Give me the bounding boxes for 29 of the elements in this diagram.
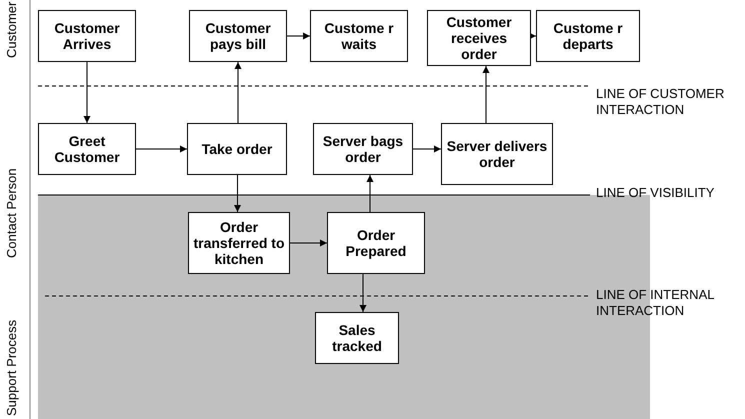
process-box: Customer receives order bbox=[427, 10, 531, 66]
process-box: Greet Customer bbox=[38, 123, 136, 175]
process-box: Sales tracked bbox=[315, 312, 399, 364]
process-box: Customer Arrives bbox=[38, 10, 136, 62]
arrow bbox=[234, 174, 241, 212]
arrow bbox=[290, 240, 328, 246]
process-box: Custome r waits bbox=[310, 10, 408, 62]
lane-label: Support Process bbox=[4, 320, 19, 416]
arrow bbox=[482, 66, 490, 124]
arrow bbox=[529, 32, 536, 40]
lane-label: Contact Person bbox=[4, 168, 19, 258]
process-box: Take order bbox=[187, 123, 287, 175]
arrow bbox=[360, 274, 366, 312]
line-label: LINE OF CUSTOMER INTERACTION bbox=[596, 86, 726, 118]
process-box: Custome r departs bbox=[536, 10, 640, 62]
arrow bbox=[366, 174, 374, 212]
arrow bbox=[136, 146, 188, 152]
arrow bbox=[286, 32, 310, 40]
arrow bbox=[412, 146, 442, 152]
line-label: LINE OF INTERNAL INTERACTION bbox=[596, 287, 715, 319]
process-box: Order Prepared bbox=[327, 212, 425, 274]
lane-label: Customer bbox=[4, 2, 19, 58]
process-box: Customer pays bill bbox=[189, 10, 287, 62]
arrow bbox=[84, 62, 90, 124]
process-box: Server delivers order bbox=[441, 123, 553, 185]
process-box: Order transferred to kitchen bbox=[188, 212, 290, 274]
process-box: Server bags order bbox=[313, 123, 413, 175]
arrow bbox=[234, 62, 242, 124]
line-label: LINE OF VISIBILITY bbox=[596, 185, 716, 201]
